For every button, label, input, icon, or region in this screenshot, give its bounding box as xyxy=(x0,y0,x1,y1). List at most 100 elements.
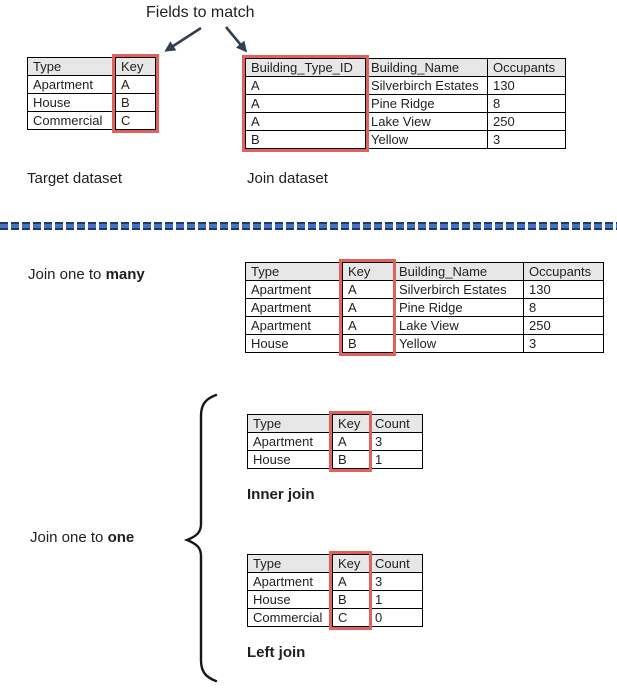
column-header: Count xyxy=(369,554,423,573)
table-cell: Apartment xyxy=(245,280,343,299)
table-cell: A xyxy=(245,76,366,95)
column-header: Occupants xyxy=(487,58,566,77)
table-cell: Apartment xyxy=(247,572,333,591)
target-dataset-caption: Target dataset xyxy=(27,170,123,187)
left-arrow-icon xyxy=(164,26,202,52)
table-cell: 0 xyxy=(369,608,423,627)
table-cell: House xyxy=(245,334,343,353)
table-cell: Commercial xyxy=(247,608,333,627)
join-one-to-one-label-prefix: Join one to xyxy=(30,529,108,546)
table-cell: A xyxy=(332,432,370,451)
table-cell: Yellow xyxy=(393,334,524,353)
table-cell: Silverbirch Estates xyxy=(393,280,524,299)
column-header: Count xyxy=(369,414,423,433)
table-cell: 1 xyxy=(369,450,423,469)
table-cell: C xyxy=(115,111,156,130)
column-header: Type xyxy=(247,554,333,573)
table-cell: Apartment xyxy=(245,316,343,335)
table-cell: A xyxy=(342,316,394,335)
table-cell: Lake View xyxy=(393,316,524,335)
table-cell: A xyxy=(342,280,394,299)
column-header: Type xyxy=(245,262,343,281)
table-cell: 1 xyxy=(369,590,423,609)
table-cell: 3 xyxy=(369,432,423,451)
table-cell: C xyxy=(332,608,370,627)
table-cell: 3 xyxy=(523,334,604,353)
table-cell: House xyxy=(247,590,333,609)
join-one-to-many-label-prefix: Join one to xyxy=(28,266,106,283)
table-cell: Apartment xyxy=(247,432,333,451)
table-cell: Yellow xyxy=(365,130,488,149)
column-header: Type xyxy=(247,414,333,433)
table-cell: 8 xyxy=(523,298,604,317)
table-cell: House xyxy=(27,93,116,112)
column-header: Type xyxy=(27,57,116,76)
table-cell: B xyxy=(342,334,394,353)
table-cell: B xyxy=(332,590,370,609)
table-cell: Lake View xyxy=(365,112,488,131)
table-cell: B xyxy=(332,450,370,469)
column-header: Key xyxy=(332,554,370,573)
column-header: Key xyxy=(332,414,370,433)
inner-join-caption: Inner join xyxy=(247,486,315,503)
table-cell: 130 xyxy=(523,280,604,299)
table-cell: B xyxy=(115,93,156,112)
column-header: Building_Name xyxy=(365,58,488,77)
join-one-to-many-label-bold: many xyxy=(105,266,145,283)
table-cell: Apartment xyxy=(245,298,343,317)
column-header: Building_Type_ID xyxy=(245,58,366,77)
column-header: Building_Name xyxy=(393,262,524,281)
left-join-caption: Left join xyxy=(247,644,306,661)
arrows-graphic xyxy=(164,26,248,53)
column-header: Key xyxy=(115,57,156,76)
table-cell: 3 xyxy=(487,130,566,149)
table-cell: 250 xyxy=(487,112,566,131)
right-arrow-icon xyxy=(224,26,248,53)
join-one-to-many-label: Join one to many xyxy=(28,266,145,283)
dashed-divider xyxy=(0,222,617,230)
table-cell: A xyxy=(115,75,156,94)
table-cell: 250 xyxy=(523,316,604,335)
table-cell: A xyxy=(342,298,394,317)
table-cell: Pine Ridge xyxy=(365,94,488,113)
table-cell: 130 xyxy=(487,76,566,95)
table-cell: Commercial xyxy=(27,111,116,130)
table-cell: Silverbirch Estates xyxy=(365,76,488,95)
table-cell: A xyxy=(332,572,370,591)
join-one-to-one-label-bold: one xyxy=(107,529,135,546)
fields-to-match-title: Fields to match xyxy=(146,4,255,21)
table-cell: 3 xyxy=(369,572,423,591)
table-cell: Apartment xyxy=(27,75,116,94)
column-header: Key xyxy=(342,262,394,281)
column-header: Occupants xyxy=(523,262,604,281)
table-cell: B xyxy=(245,130,366,149)
table-cell: Pine Ridge xyxy=(393,298,524,317)
